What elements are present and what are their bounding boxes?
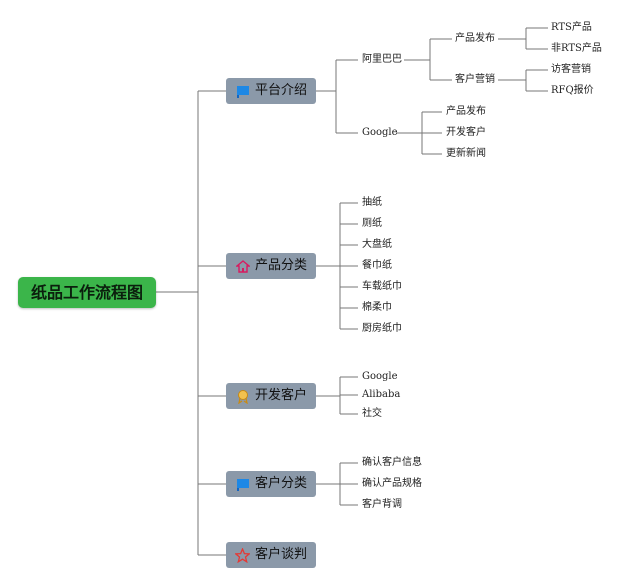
node-product-item[interactable]: 大盘纸 (362, 239, 392, 250)
topic-product-categories[interactable]: 产品分类 (226, 253, 316, 279)
topic-label: 客户分类 (254, 476, 307, 491)
node-non-rts-products[interactable]: 非RTS产品 (551, 43, 602, 54)
topic-label: 开发客户 (254, 388, 307, 403)
blue-flag-icon (235, 476, 251, 492)
node-google-item[interactable]: 开发客户 (446, 127, 486, 138)
node-classify-item[interactable]: 确认客户信息 (362, 457, 422, 468)
node-rts-products[interactable]: RTS产品 (551, 22, 592, 33)
node-visitor-marketing[interactable]: 访客营销 (551, 64, 591, 75)
house-icon (235, 258, 251, 274)
topic-platform-intro[interactable]: 平台介绍 (226, 78, 316, 104)
node-google-item[interactable]: 更新新闻 (446, 148, 486, 159)
node-product-item[interactable]: 车载纸巾 (362, 281, 402, 292)
award-ribbon-icon (235, 388, 251, 404)
node-product-item[interactable]: 厨房纸巾 (362, 323, 402, 334)
node-product-item[interactable]: 抽纸 (362, 197, 382, 208)
topic-label: 产品分类 (254, 258, 307, 273)
node-customer-marketing[interactable]: 客户营销 (455, 74, 495, 85)
node-develop-item[interactable]: 社交 (362, 408, 382, 419)
topic-customer-negotiation[interactable]: 客户谈判 (226, 542, 316, 568)
node-google-item[interactable]: 产品发布 (446, 106, 486, 117)
node-product-item[interactable]: 餐巾纸 (362, 260, 392, 271)
topic-label: 平台介绍 (254, 83, 307, 98)
node-classify-item[interactable]: 确认产品规格 (362, 478, 422, 489)
node-classify-item[interactable]: 客户背调 (362, 499, 402, 510)
blue-flag-icon (235, 83, 251, 99)
topic-customer-classification[interactable]: 客户分类 (226, 471, 316, 497)
topic-label: 客户谈判 (254, 547, 307, 562)
root-topic[interactable]: 纸品工作流程图 (18, 277, 156, 308)
node-product-publish[interactable]: 产品发布 (455, 33, 495, 44)
node-rfq-quote[interactable]: RFQ报价 (551, 85, 594, 96)
node-product-item[interactable]: 棉柔巾 (362, 302, 392, 313)
node-develop-item[interactable]: Alibaba (362, 389, 401, 400)
star-icon (235, 547, 251, 563)
topic-develop-customers[interactable]: 开发客户 (226, 383, 316, 409)
node-google[interactable]: Google (362, 127, 398, 138)
node-develop-item[interactable]: Google (362, 371, 398, 382)
node-product-item[interactable]: 厕纸 (362, 218, 382, 229)
node-alibaba[interactable]: 阿里巴巴 (362, 54, 402, 65)
